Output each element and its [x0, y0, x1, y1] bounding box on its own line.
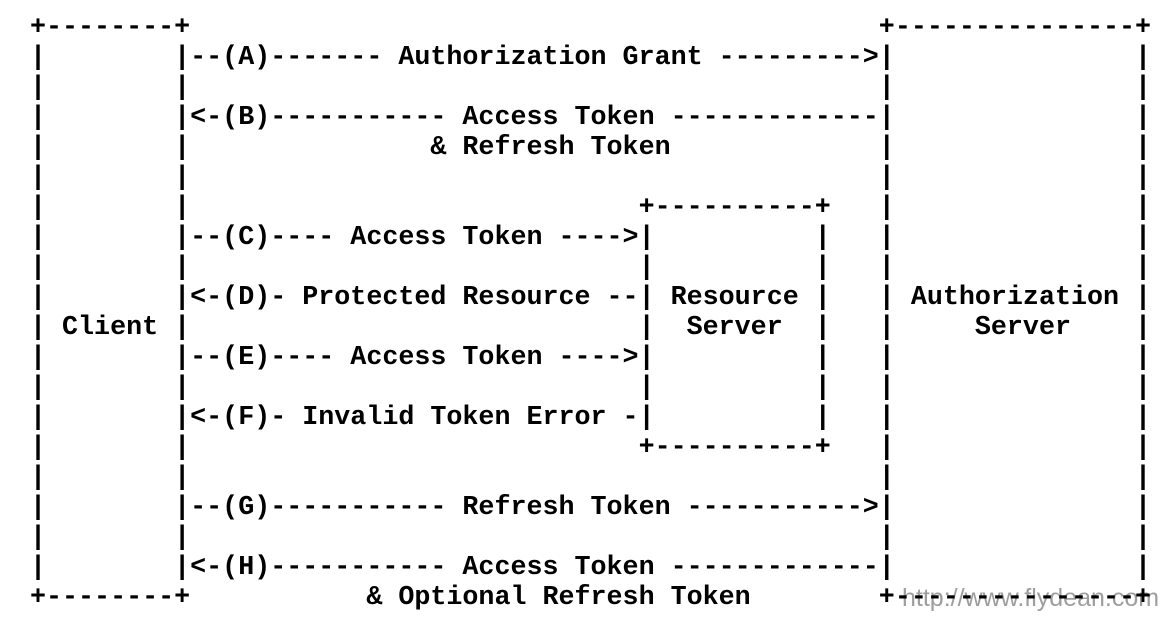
watermark-url: http://www.flydean.com	[902, 584, 1160, 612]
ascii-flow-diagram: +--------+ +---------------+ | |--(A)---…	[30, 13, 1152, 613]
